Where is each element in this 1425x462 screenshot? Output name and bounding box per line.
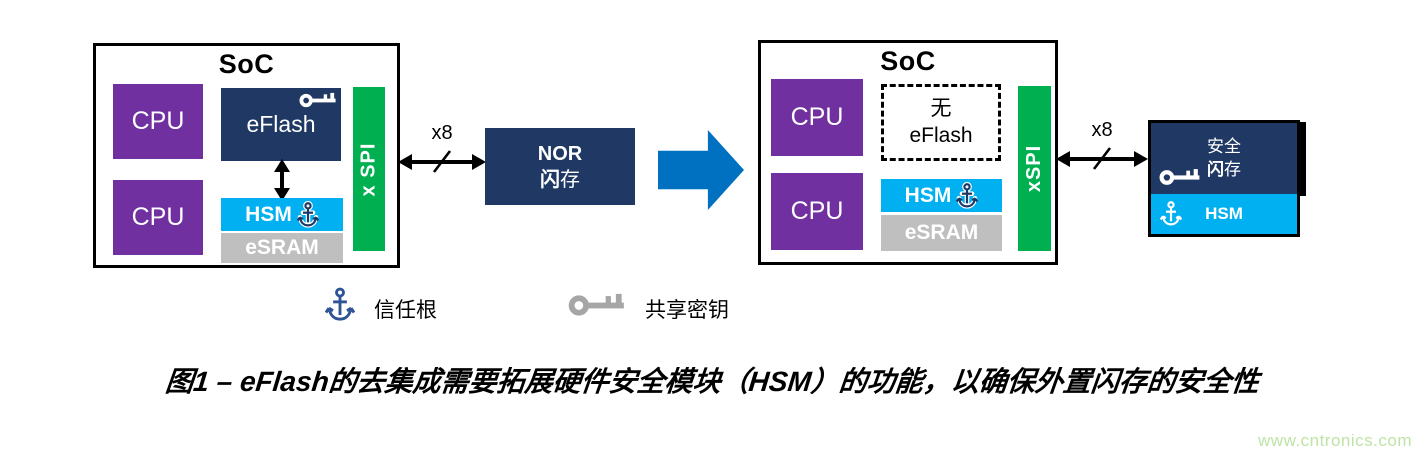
left-esram-label: eSRAM — [245, 236, 319, 259]
right-soc-title: SoC — [880, 46, 936, 76]
nor-flash-block: NOR 闪存 — [485, 128, 635, 205]
left-cpu-1-label: CPU — [131, 107, 185, 135]
left-xspi-label: x SPI — [357, 142, 380, 196]
left-hsm-block: HSM — [221, 198, 343, 231]
legend-anchor-label: 信任根 — [374, 299, 437, 322]
right-bus-width-label: x8 — [1091, 119, 1113, 141]
external-flash-line2: 闪存 — [1207, 159, 1241, 179]
nor-flash-line2: 闪存 — [540, 168, 580, 191]
no-eflash-line1: 无 — [930, 97, 952, 121]
left-soc-title: SoC — [218, 49, 275, 79]
external-flash-line1: 安全 — [1207, 137, 1241, 157]
legend-key-label: 共享密钥 — [645, 299, 729, 322]
left-cpu-2-label: CPU — [131, 203, 185, 231]
right-soc-box: SoC CPU CPU 无 eFlash HSM — [758, 40, 1058, 265]
right-hsm-label: HSM — [904, 183, 952, 207]
external-flash-hsm-label: HSM — [1205, 204, 1243, 223]
right-bus-double-arrow-icon — [1056, 144, 1148, 172]
watermark: www.cntronics.com — [1258, 431, 1412, 450]
nor-flash-line1: NOR — [537, 142, 583, 165]
left-eflash-block: eFlash — [221, 88, 341, 161]
legend-key-icon — [568, 291, 626, 320]
external-flash-top-section: 安全 闪存 — [1151, 123, 1297, 194]
left-esram-block: eSRAM — [221, 233, 343, 263]
right-xspi-bar: xSPI — [1018, 86, 1051, 251]
anchor-icon — [1160, 200, 1182, 228]
no-eflash-dashed-box: 无 eFlash — [881, 84, 1001, 161]
transition-arrow-icon — [658, 130, 744, 210]
anchor-icon — [956, 181, 979, 210]
left-hsm-label: HSM — [245, 202, 292, 226]
key-icon — [1159, 167, 1201, 188]
right-cpu-1-label: CPU — [790, 103, 844, 131]
right-cpu-2: CPU — [771, 173, 863, 250]
left-soc-box: SoC CPU CPU eFlash — [93, 43, 400, 268]
left-bus-double-arrow-icon — [398, 147, 486, 175]
left-cpu-1: CPU — [113, 84, 203, 159]
figure-caption: 图1 – eFlash的去集成需要拓展硬件安全模块（HSM）的功能，以确保外置闪… — [163, 366, 1261, 397]
anchor-icon — [296, 200, 319, 229]
right-cpu-1: CPU — [771, 79, 863, 156]
external-flash-hsm-band: HSM — [1151, 194, 1297, 234]
right-esram-block: eSRAM — [881, 215, 1002, 251]
eflash-hsm-double-arrow-icon — [269, 159, 295, 201]
left-cpu-2: CPU — [113, 180, 203, 255]
no-eflash-line2: eFlash — [909, 123, 973, 147]
legend-anchor-icon — [325, 286, 355, 324]
key-icon — [299, 91, 337, 110]
right-hsm-block: HSM — [881, 179, 1002, 212]
left-bus-width-label: x8 — [431, 122, 453, 144]
left-xspi-bar: x SPI — [353, 87, 385, 251]
right-esram-label: eSRAM — [904, 221, 979, 244]
external-flash-shadow — [1300, 122, 1306, 196]
left-eflash-label: eFlash — [246, 111, 316, 137]
right-xspi-label: xSPI — [1023, 144, 1046, 193]
external-secure-flash-block: 安全 闪存 HSM — [1148, 120, 1300, 237]
right-cpu-2-label: CPU — [790, 197, 844, 225]
